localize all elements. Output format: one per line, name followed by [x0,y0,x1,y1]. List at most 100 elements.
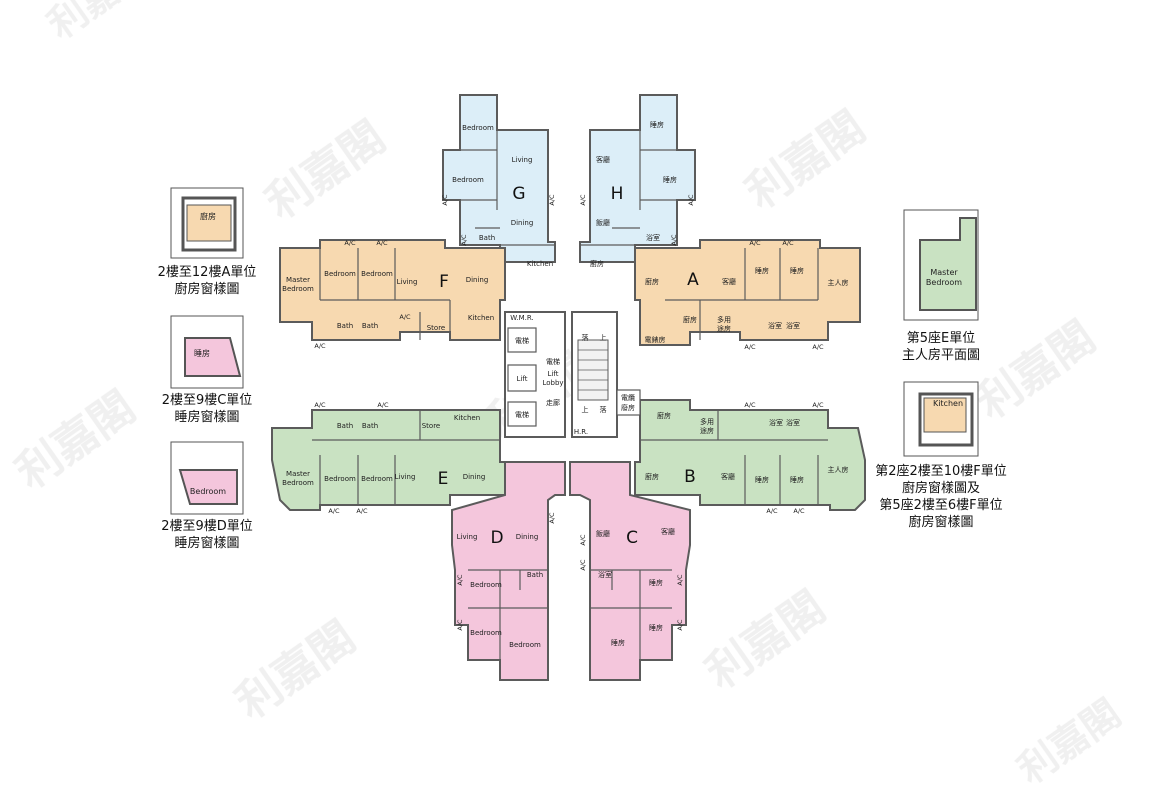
e-room-bath-1: Bath [337,422,353,430]
ac-label-18: A/C [548,194,556,206]
watermark-7: 利嘉閣 [227,612,364,729]
a-room-dining: 廚房 [645,277,659,286]
ac-labels: A/C A/C A/C A/C A/C A/C A/C A/C A/C A/C … [314,194,824,631]
a-room-master: 主人房 [828,278,849,287]
f-room-kitchen: Kitchen [468,314,494,322]
caption-f-kitchen-line-2: 廚房窗樣圖及 [901,481,980,496]
e-room-living: Living [395,473,416,481]
caption-f-kitchen-line-1: 第2座2樓至10樓F單位 [875,464,1007,479]
a-room-living: 客廳 [722,277,736,286]
core-lobby-2: Lift [548,370,559,378]
core-labels: W.M.R. 電梯 Lift 電梯 電梯 Lift Lobby 走廊 落 上 上… [510,314,635,436]
a-room-multi-2: 途房 [717,324,731,333]
h-room-bedroom-1: 睡房 [650,120,664,129]
h-room-dining: 飯廳 [596,218,610,227]
unit-letter-a: A [687,270,699,290]
caption-c-bedroom: 2樓至9樓C單位 睡房窗樣圖 [150,392,264,426]
c-room-living: 客廳 [661,527,675,536]
ac-label-14: A/C [812,401,824,409]
f-room-bath-1: Bath [337,322,353,330]
core-cable-2: 廢房 [621,403,635,412]
watermark-4: 利嘉閣 [7,382,144,499]
d-room-bedroom-1: Bedroom [470,581,502,589]
ac-label-27: A/C [579,559,587,571]
ac-label-23: A/C [456,574,464,586]
caption-a-kitchen-line-2: 廚房窗樣圖 [174,282,240,297]
watermark-8: 利嘉閣 [697,582,834,699]
unit-letters: G H F A E B D C [438,184,700,548]
inset-d-bedroom-label: Bedroom [190,487,226,496]
watermark-2: 利嘉閣 [257,112,394,229]
a-room-kitchen: 廚房 [683,315,697,324]
ac-label-3: A/C [399,313,411,321]
core-stair-up-2: 上 [582,405,589,414]
f-room-bedroom-2: Bedroom [361,270,393,278]
core-lift-1: 電梯 [515,336,529,345]
c-room-bedroom-3: 睡房 [611,638,625,647]
e-room-store: Store [422,422,441,430]
core-lobby-4: 走廊 [546,398,560,407]
unit-letter-g: G [512,184,525,204]
core-stair-up: 上 [600,333,607,342]
e-room-dining: Dining [463,473,486,481]
unit-letter-h: H [611,184,624,204]
c-room-bedroom-2: 睡房 [649,623,663,632]
inset-f-kitchen-label: Kitchen [933,399,963,408]
ac-label-16: A/C [793,507,805,515]
ac-label-20: A/C [579,194,587,206]
a-room-bedroom-2: 睡房 [790,266,804,275]
d-room-bath: Bath [527,571,543,579]
ac-label-13: A/C [744,401,756,409]
unit-a [634,239,861,346]
f-room-store: Store [427,324,446,332]
unit-c [569,461,691,681]
unit-letter-e: E [438,469,449,489]
h-room-kitchen: 廚房 [590,259,604,268]
ac-label-17: A/C [441,194,449,206]
caption-a-kitchen-line-1: 2樓至12樓A單位 [157,265,257,280]
ac-label-8: A/C [812,343,824,351]
watermark-1: 利嘉閣 [40,0,159,47]
watermark-9: 利嘉閣 [1010,691,1129,785]
inset-d-bedroom: Bedroom [170,441,244,515]
ac-label-26: A/C [579,534,587,546]
unit-e [271,409,506,511]
ac-label-4: A/C [314,342,326,350]
unit-letter-b: B [684,467,696,487]
inset-c-bedroom-label: 睡房 [194,348,210,358]
unit-b [634,399,866,511]
unit-h [579,94,696,263]
ac-label-25: A/C [548,512,556,524]
a-room-bath-1: 浴室 [768,321,782,330]
d-room-bedroom-3: Bedroom [509,641,541,649]
e-room-bedroom-2: Bedroom [361,475,393,483]
b-room-bath-1: 浴室 [769,418,783,427]
b-room-multi-2: 途房 [700,426,714,435]
core-lift-2: Lift [517,375,528,383]
unit-letter-d: D [490,528,503,548]
g-room-bedroom-2: Bedroom [452,176,484,184]
inset-e-master-label-1: Master [930,268,958,277]
ac-label-9: A/C [314,401,326,409]
watermark-3: 利嘉閣 [737,102,874,219]
a-room-meter: 電錶房 [645,335,666,344]
caption-e-master-line-1: 第5座E單位 [906,331,976,346]
f-room-master-2: Bedroom [282,285,314,293]
g-room-bath: Bath [479,234,495,242]
ac-label-15: A/C [766,507,778,515]
inset-f-kitchen: Kitchen [903,381,979,457]
building-core [504,311,641,438]
ac-label-29: A/C [676,619,684,631]
caption-d-bedroom: 2樓至9樓D單位 睡房窗樣圖 [150,518,264,552]
caption-c-bedroom-line-1: 2樓至9樓C單位 [161,393,253,408]
ac-label-24: A/C [456,619,464,631]
caption-f-kitchen-line-3: 第5座2樓至6樓F單位 [879,498,1003,513]
g-room-bedroom-1: Bedroom [462,124,494,132]
b-room-dining: 廚房 [645,472,659,481]
ac-label-5: A/C [749,239,761,247]
d-room-dining: Dining [516,533,539,541]
inset-c-bedroom: 睡房 [170,315,244,389]
core-lobby-3: Lobby [542,379,563,387]
e-room-bedroom-1: Bedroom [324,475,356,483]
